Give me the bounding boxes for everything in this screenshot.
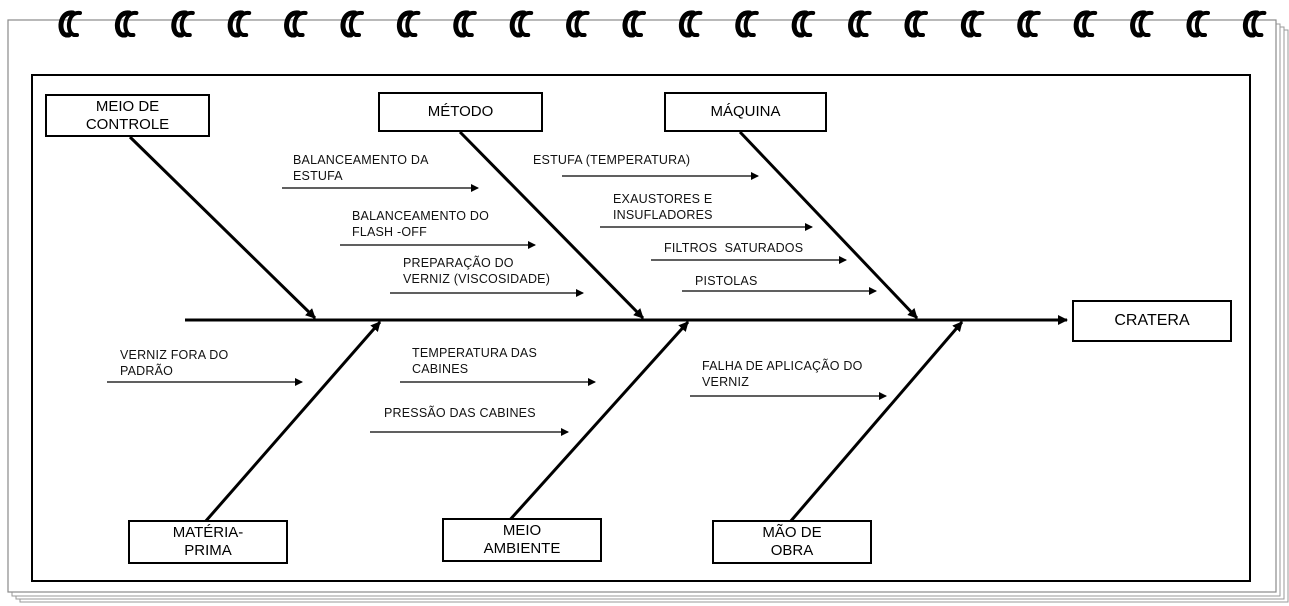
cause-label-line: TEMPERATURA DAS bbox=[412, 346, 538, 360]
bone-meio-controle bbox=[128, 135, 317, 320]
category-label: MÁQUINA bbox=[710, 103, 781, 120]
cause-label-line: INSUFLADORES bbox=[613, 208, 713, 222]
cause-label: BALANCEAMENTO DA ESTUFA bbox=[293, 152, 429, 184]
cause-label: TEMPERATURA DAS CABINES bbox=[412, 345, 537, 377]
category-label-line: OBRA bbox=[770, 542, 814, 559]
category-label-line: AMBIENTE bbox=[483, 540, 561, 557]
category-label: MÉTODO bbox=[427, 103, 494, 120]
cause-label-line: FALHA DE APLICAÇÃO DO bbox=[702, 359, 863, 373]
spiral-binding bbox=[58, 10, 1267, 38]
cause-label-line: VERNIZ bbox=[702, 375, 750, 389]
cause-label: ESTUFA (TEMPERATURA) bbox=[533, 152, 690, 168]
cause-label-line: BALANCEAMENTO DA bbox=[293, 153, 429, 167]
spiral-ring-icon bbox=[678, 10, 703, 38]
cause-label-line: PISTOLAS bbox=[695, 274, 758, 288]
spiral-ring-icon bbox=[622, 10, 646, 38]
category-label-line: CONTROLE bbox=[85, 115, 170, 133]
diagram-frame bbox=[31, 74, 1251, 582]
spiral-ring-icon bbox=[960, 10, 985, 38]
cause-label: PRESSÃO DAS CABINES bbox=[384, 405, 536, 421]
spiral-ring-icon bbox=[566, 10, 590, 38]
category-label-line: MATÉRIA- bbox=[172, 524, 244, 541]
category-box-materia-prima: MATÉRIA- PRIMA bbox=[128, 520, 288, 564]
cause-label: PISTOLAS bbox=[695, 273, 758, 289]
category-box-mao-de-obra: MÃO DE OBRA bbox=[712, 520, 872, 564]
bone-metodo bbox=[458, 130, 645, 320]
cause-label-line: BALANCEAMENTO DO bbox=[352, 209, 490, 223]
bone-mao-de-obra bbox=[788, 321, 964, 523]
cause-label: PREPARAÇÃO DO VERNIZ (VISCOSIDADE) bbox=[403, 255, 550, 287]
spiral-ring-icon bbox=[1130, 10, 1154, 38]
category-label-line: MÃO DE bbox=[762, 524, 822, 541]
bone-meio-ambiente bbox=[506, 320, 690, 524]
bone-materia-prima bbox=[203, 321, 382, 523]
cause-label-line: EXAUSTORES E bbox=[613, 192, 713, 206]
spiral-ring-icon bbox=[227, 10, 252, 38]
cause-label: VERNIZ FORA DO PADRÃO bbox=[120, 347, 228, 379]
category-label-line: MEIO bbox=[502, 522, 542, 539]
spiral-ring-icon bbox=[904, 10, 928, 38]
spiral-ring-icon bbox=[1017, 10, 1041, 38]
spiral-ring-icon bbox=[735, 10, 759, 38]
category-box-meio-ambiente: MEIO AMBIENTE bbox=[442, 518, 602, 562]
cause-label-line: FLASH -OFF bbox=[352, 225, 427, 239]
spiral-ring-icon bbox=[848, 10, 872, 38]
bone-maquina bbox=[738, 130, 919, 320]
spiral-ring-icon bbox=[1186, 10, 1210, 38]
cause-label-line: ESTUFA (TEMPERATURA) bbox=[533, 153, 691, 167]
cause-label-line: VERNIZ (VISCOSIDADE) bbox=[403, 272, 551, 286]
spiral-ring-icon bbox=[171, 10, 195, 38]
category-label-line: MEIO DE bbox=[95, 97, 160, 115]
category-box-metodo: MÉTODO bbox=[378, 92, 543, 132]
spiral-ring-icon bbox=[1073, 10, 1098, 38]
cause-label-line: FILTROS SATURADOS bbox=[664, 241, 804, 255]
spiral-ring-icon bbox=[509, 10, 534, 38]
cause-label-line: PREPARAÇÃO DO bbox=[403, 256, 514, 270]
cause-label-line: PADRÃO bbox=[120, 364, 174, 378]
spiral-ring-icon bbox=[396, 10, 421, 38]
cause-label-line: CABINES bbox=[412, 362, 469, 376]
spiral-ring-icon bbox=[284, 10, 308, 38]
spiral-ring-icon bbox=[453, 10, 477, 38]
category-label-line: PRIMA bbox=[184, 542, 232, 559]
cause-label-line: VERNIZ FORA DO bbox=[120, 348, 229, 362]
spiral-ring-icon bbox=[340, 10, 364, 38]
spiral-ring-icon bbox=[1242, 10, 1267, 38]
effect-label: CRATERA bbox=[1114, 312, 1190, 329]
spiral-ring-icon bbox=[114, 10, 139, 38]
cause-label-line: ESTUFA bbox=[293, 169, 343, 183]
effect-box: CRATERA bbox=[1072, 300, 1232, 342]
cause-label: FALHA DE APLICAÇÃO DO VERNIZ bbox=[702, 358, 863, 390]
cause-label-line: PRESSÃO DAS CABINES bbox=[384, 406, 536, 420]
spiral-ring-icon bbox=[791, 10, 816, 38]
category-box-meio-controle: MEIO DE CONTROLE bbox=[45, 94, 210, 137]
cause-label: BALANCEAMENTO DO FLASH -OFF bbox=[352, 208, 489, 240]
cause-label: FILTROS SATURADOS bbox=[664, 240, 803, 256]
spiral-ring-icon bbox=[58, 10, 82, 38]
cause-arrows bbox=[107, 172, 887, 436]
category-box-maquina: MÁQUINA bbox=[664, 92, 827, 132]
cause-label: EXAUSTORES E INSUFLADORES bbox=[613, 191, 713, 223]
